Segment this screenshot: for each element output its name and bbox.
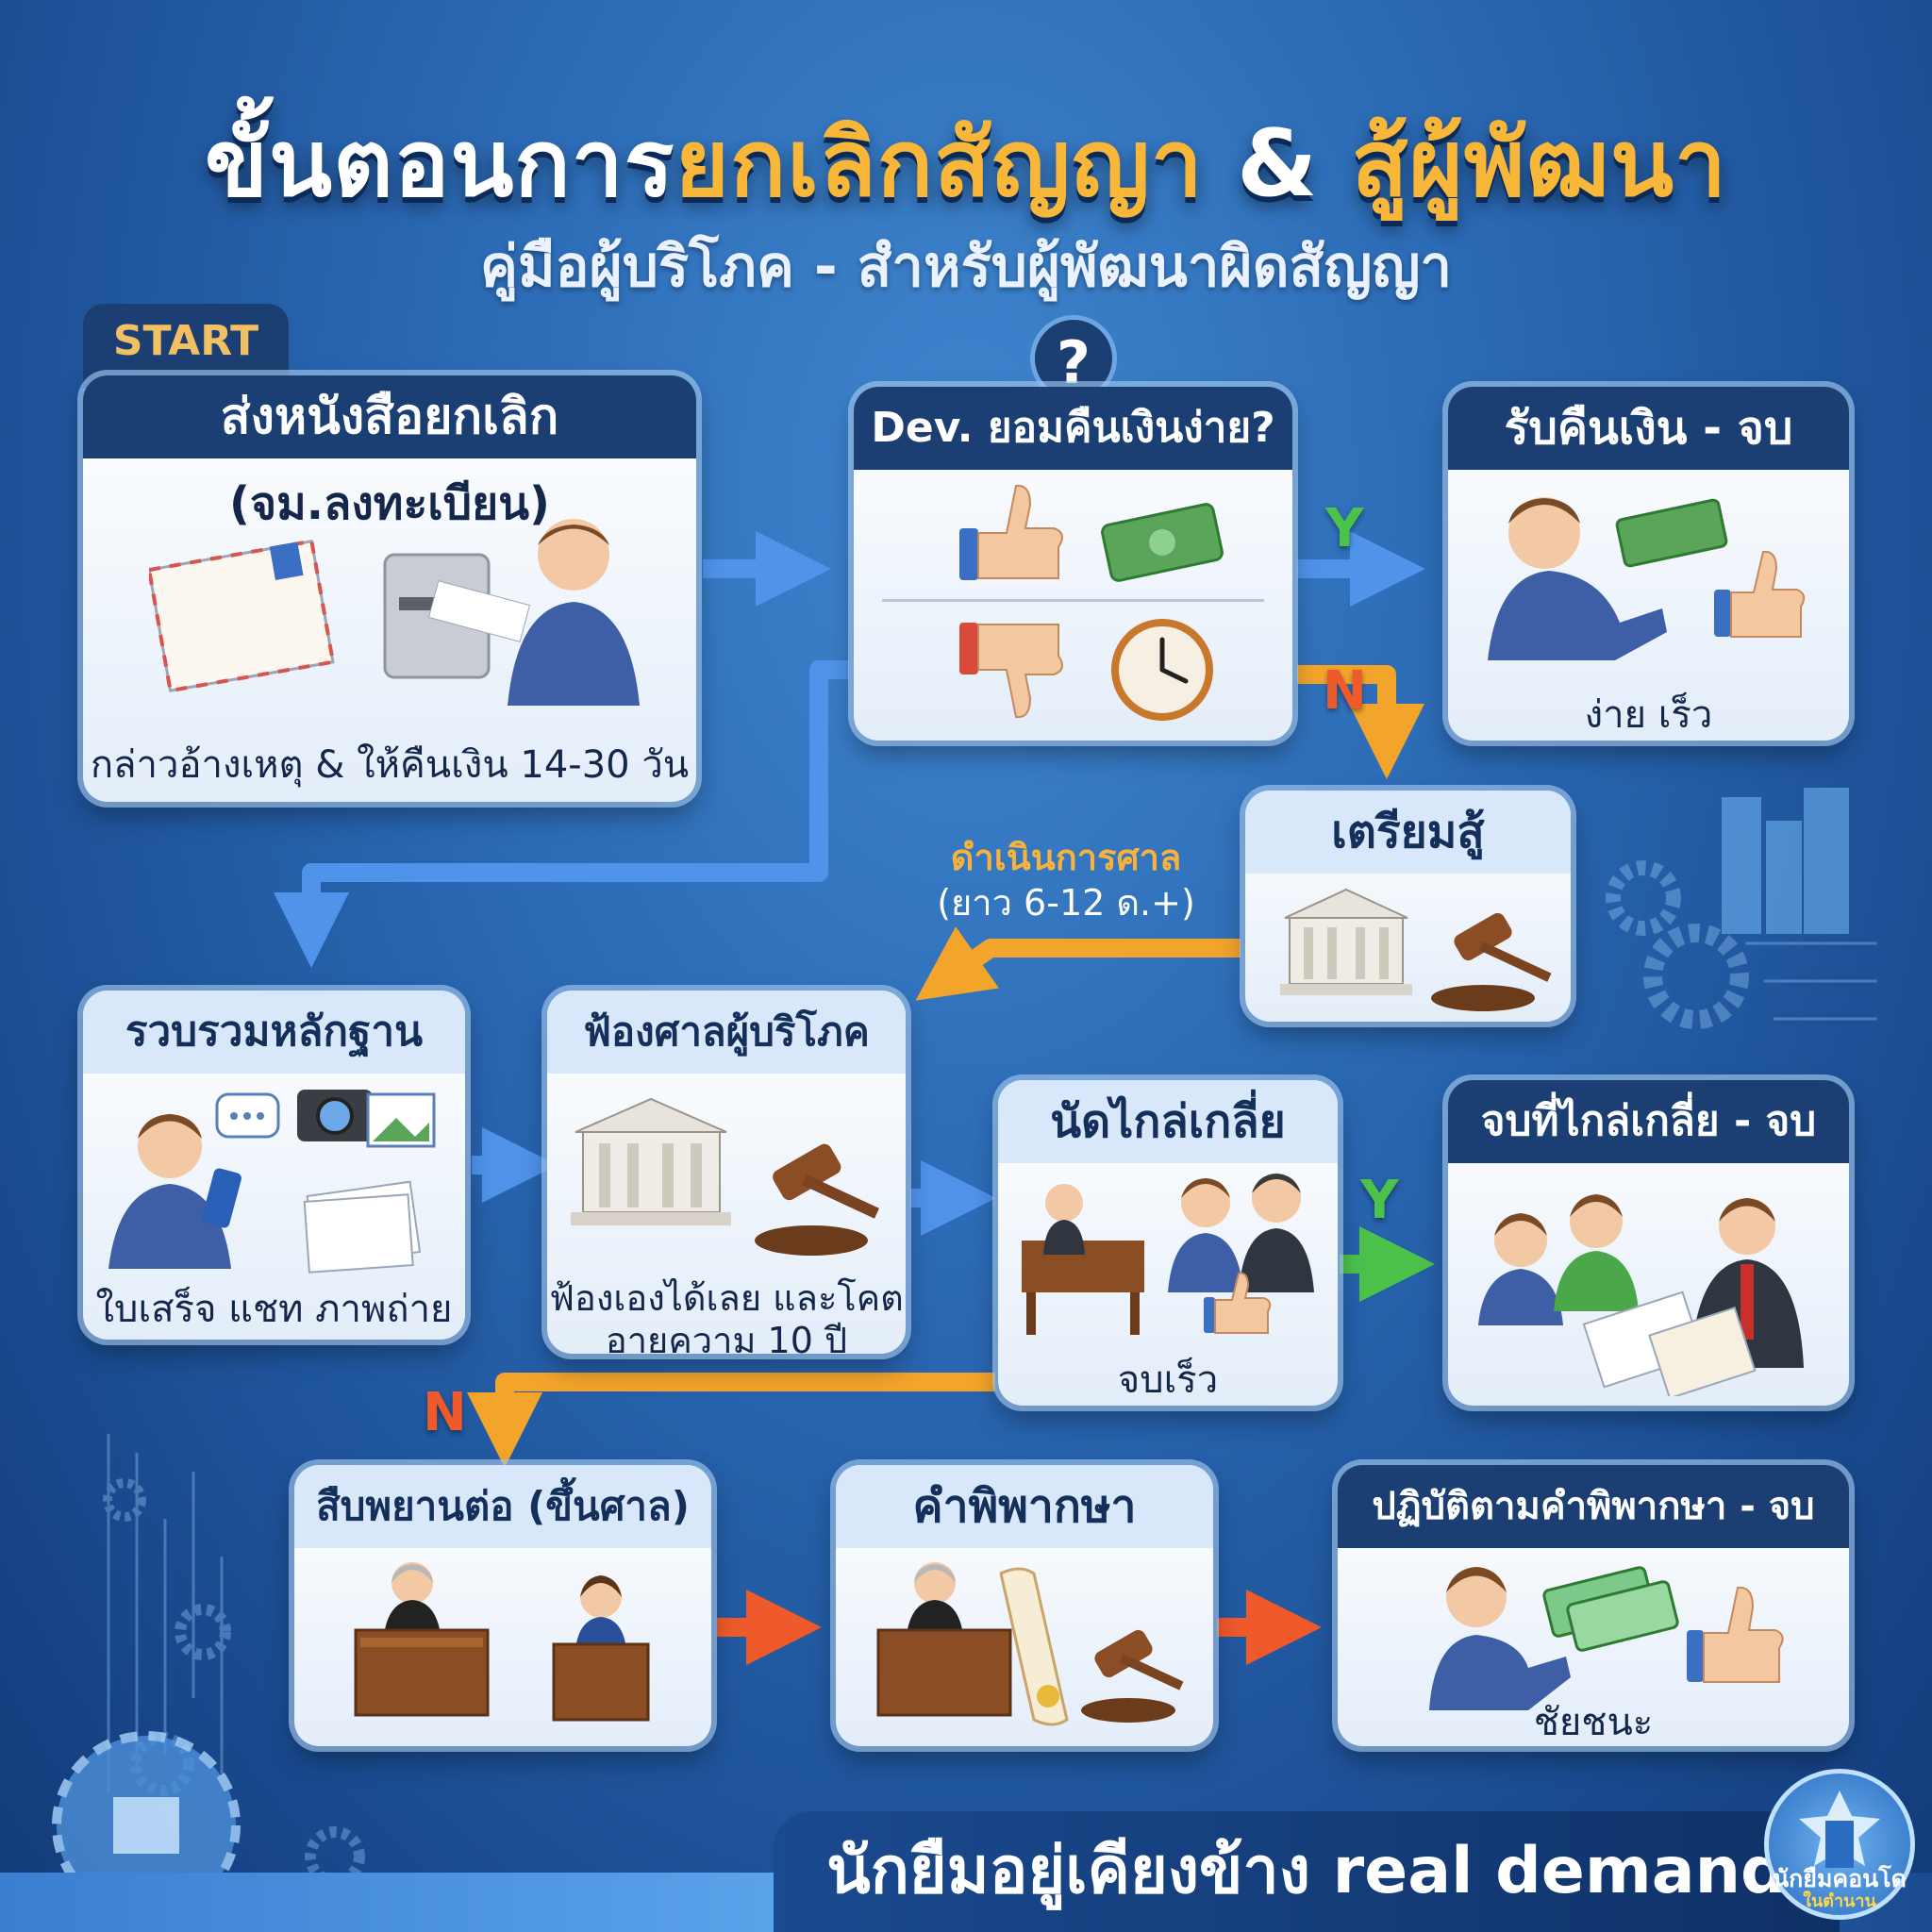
logo-line1: นักยืมคอนโด	[1773, 1865, 1907, 1892]
thumbs-down-clock-icon	[959, 619, 1213, 721]
step-title: จบที่ไกล่เกลี่ย - จบ	[1448, 1080, 1849, 1163]
arrow-prepare-to-sue	[915, 925, 1241, 1001]
arrow-dev-to-collect	[274, 660, 849, 968]
evidence-photo-chat-icon	[108, 1090, 436, 1274]
step-caption: ใบเสร็จ แชท ภาพถ่าย	[95, 1288, 453, 1331]
agreement-signing-icon	[1478, 1194, 1804, 1396]
decision-divider	[882, 599, 1264, 602]
step-title: ฟ้องศาลผู้บริโภค	[547, 991, 906, 1074]
step-witness-hearing: สืบพยานต่อ (ขึ้นศาล)	[294, 1465, 711, 1746]
step-mediation: นัดไกล่เกลี่ย จบเร็ว	[998, 1080, 1338, 1406]
arrow-mediation-no	[467, 1373, 995, 1468]
judge-scroll-gavel-icon	[876, 1562, 1184, 1726]
no-label-dev: N	[1323, 660, 1367, 722]
yes-label-mediation: Y	[1360, 1170, 1399, 1231]
court-note-line1: ดำเนินการศาล	[950, 837, 1182, 878]
envelope-icon	[149, 539, 336, 693]
mail-slot-person-icon	[383, 519, 640, 706]
gear-icon	[175, 1604, 231, 1660]
step-title: รับคืนเงิน - จบ	[1448, 387, 1849, 470]
step-title: สืบพยานต่อ (ขึ้นศาล)	[294, 1465, 711, 1548]
step-dev-refund-decision: Dev. ยอมคืนเงินง่าย?	[854, 387, 1292, 741]
page-title: ขั้นตอนการยกเลิกสัญญา & สู้ผู้พัฒนา	[0, 90, 1932, 237]
step-caption: กล่าวอ้างเหตุ & ให้คืนเงิน 14-30 วัน	[90, 743, 690, 787]
no-label-mediation: N	[423, 1382, 467, 1443]
building-logo-icon	[1799, 1790, 1880, 1868]
step-judgment: คำพิพากษา	[836, 1465, 1213, 1746]
arrow-dev-no	[1297, 665, 1424, 779]
page-subtitle: คู่มือผู้บริโภค - สำหรับผู้พัฒนาผิดสัญญา	[479, 234, 1453, 300]
court-note-line2: (ยาว 6-12 ด.+)	[937, 882, 1195, 924]
gear-icon	[103, 1478, 146, 1522]
title-part1: ขั้นตอนการ	[204, 110, 675, 218]
step-send-letter: ส่งหนังสือยกเลิก (จม.ลงทะเบียน) กล่าวอ้า…	[83, 375, 696, 802]
thumbs-up-money-icon	[959, 484, 1224, 582]
step-title: นัดไกล่เกลี่ย	[998, 1080, 1338, 1163]
step-caption: ชัยชนะ	[1533, 1701, 1654, 1744]
step-sue-consumer-court: ฟ้องศาลผู้บริโภค ฟ้องเองได้เลย และโคต อา…	[547, 991, 906, 1354]
step-caption-line2: อายุความ 10 ปี	[605, 1320, 848, 1354]
step-title: คำพิพากษา	[836, 1465, 1213, 1548]
step-title: รวบรวมหลักฐาน	[83, 991, 465, 1074]
mediation-meeting-icon	[1022, 1174, 1314, 1335]
step-refund-end: รับคืนเงิน - จบ ง่าย เร็ว	[1448, 387, 1849, 741]
step-title: เตรียมสู้	[1245, 791, 1571, 874]
title-part3: &	[1203, 110, 1352, 218]
person-receiving-money-icon	[1488, 497, 1806, 660]
step-mediation-end: จบที่ไกล่เกลี่ย - จบ	[1448, 1080, 1849, 1406]
yes-label-dev: Y	[1325, 498, 1364, 559]
title-part2: ยกเลิกสัญญา	[675, 110, 1204, 218]
step-title: Dev. ยอมคืนเงินง่าย?	[854, 387, 1292, 470]
brand-logo: นักยืมคอนโด ในตำนาน	[1764, 1769, 1915, 1920]
step-title: ปฏิบัติตามคำพิพากษา - จบ	[1338, 1465, 1849, 1548]
step-caption: จบเร็ว	[1117, 1358, 1219, 1402]
court-duration-note: ดำเนินการศาล (ยาว 6-12 ด.+)	[906, 835, 1226, 925]
step-comply-judgment: ปฏิบัติตามคำพิพากษา - จบ ชัยชนะ	[1338, 1465, 1849, 1746]
gear-icon	[1606, 860, 1681, 936]
step-subtitle: (จม.ลงทะเบียน)	[229, 477, 550, 530]
courtroom-witness-icon	[354, 1562, 650, 1722]
courthouse-gavel-icon	[571, 1097, 880, 1256]
step-title: ส่งหนังสือยกเลิก	[83, 375, 696, 458]
step-caption-line1: ฟ้องเองได้เลย และโคต	[549, 1277, 904, 1319]
title-part4: สู้ผู้พัฒนา	[1351, 110, 1728, 218]
step-caption: ง่าย เร็ว	[1584, 693, 1713, 737]
winner-check-icon	[1429, 1566, 1784, 1710]
footer-slogan: นักยืมอยู่เคียงข้าง real demand	[774, 1811, 1840, 1932]
logo-line2: ในตำนาน	[1803, 1891, 1876, 1911]
building-icon	[113, 1797, 179, 1854]
gear-icon	[1643, 924, 1749, 1029]
courthouse-gavel-icon	[1280, 888, 1552, 1011]
step-collect-evidence: รวบรวมหลักฐาน ใบเสร็จ แชท ภาพถ่าย	[83, 991, 465, 1340]
step-prepare: เตรียมสู้	[1245, 791, 1571, 1022]
